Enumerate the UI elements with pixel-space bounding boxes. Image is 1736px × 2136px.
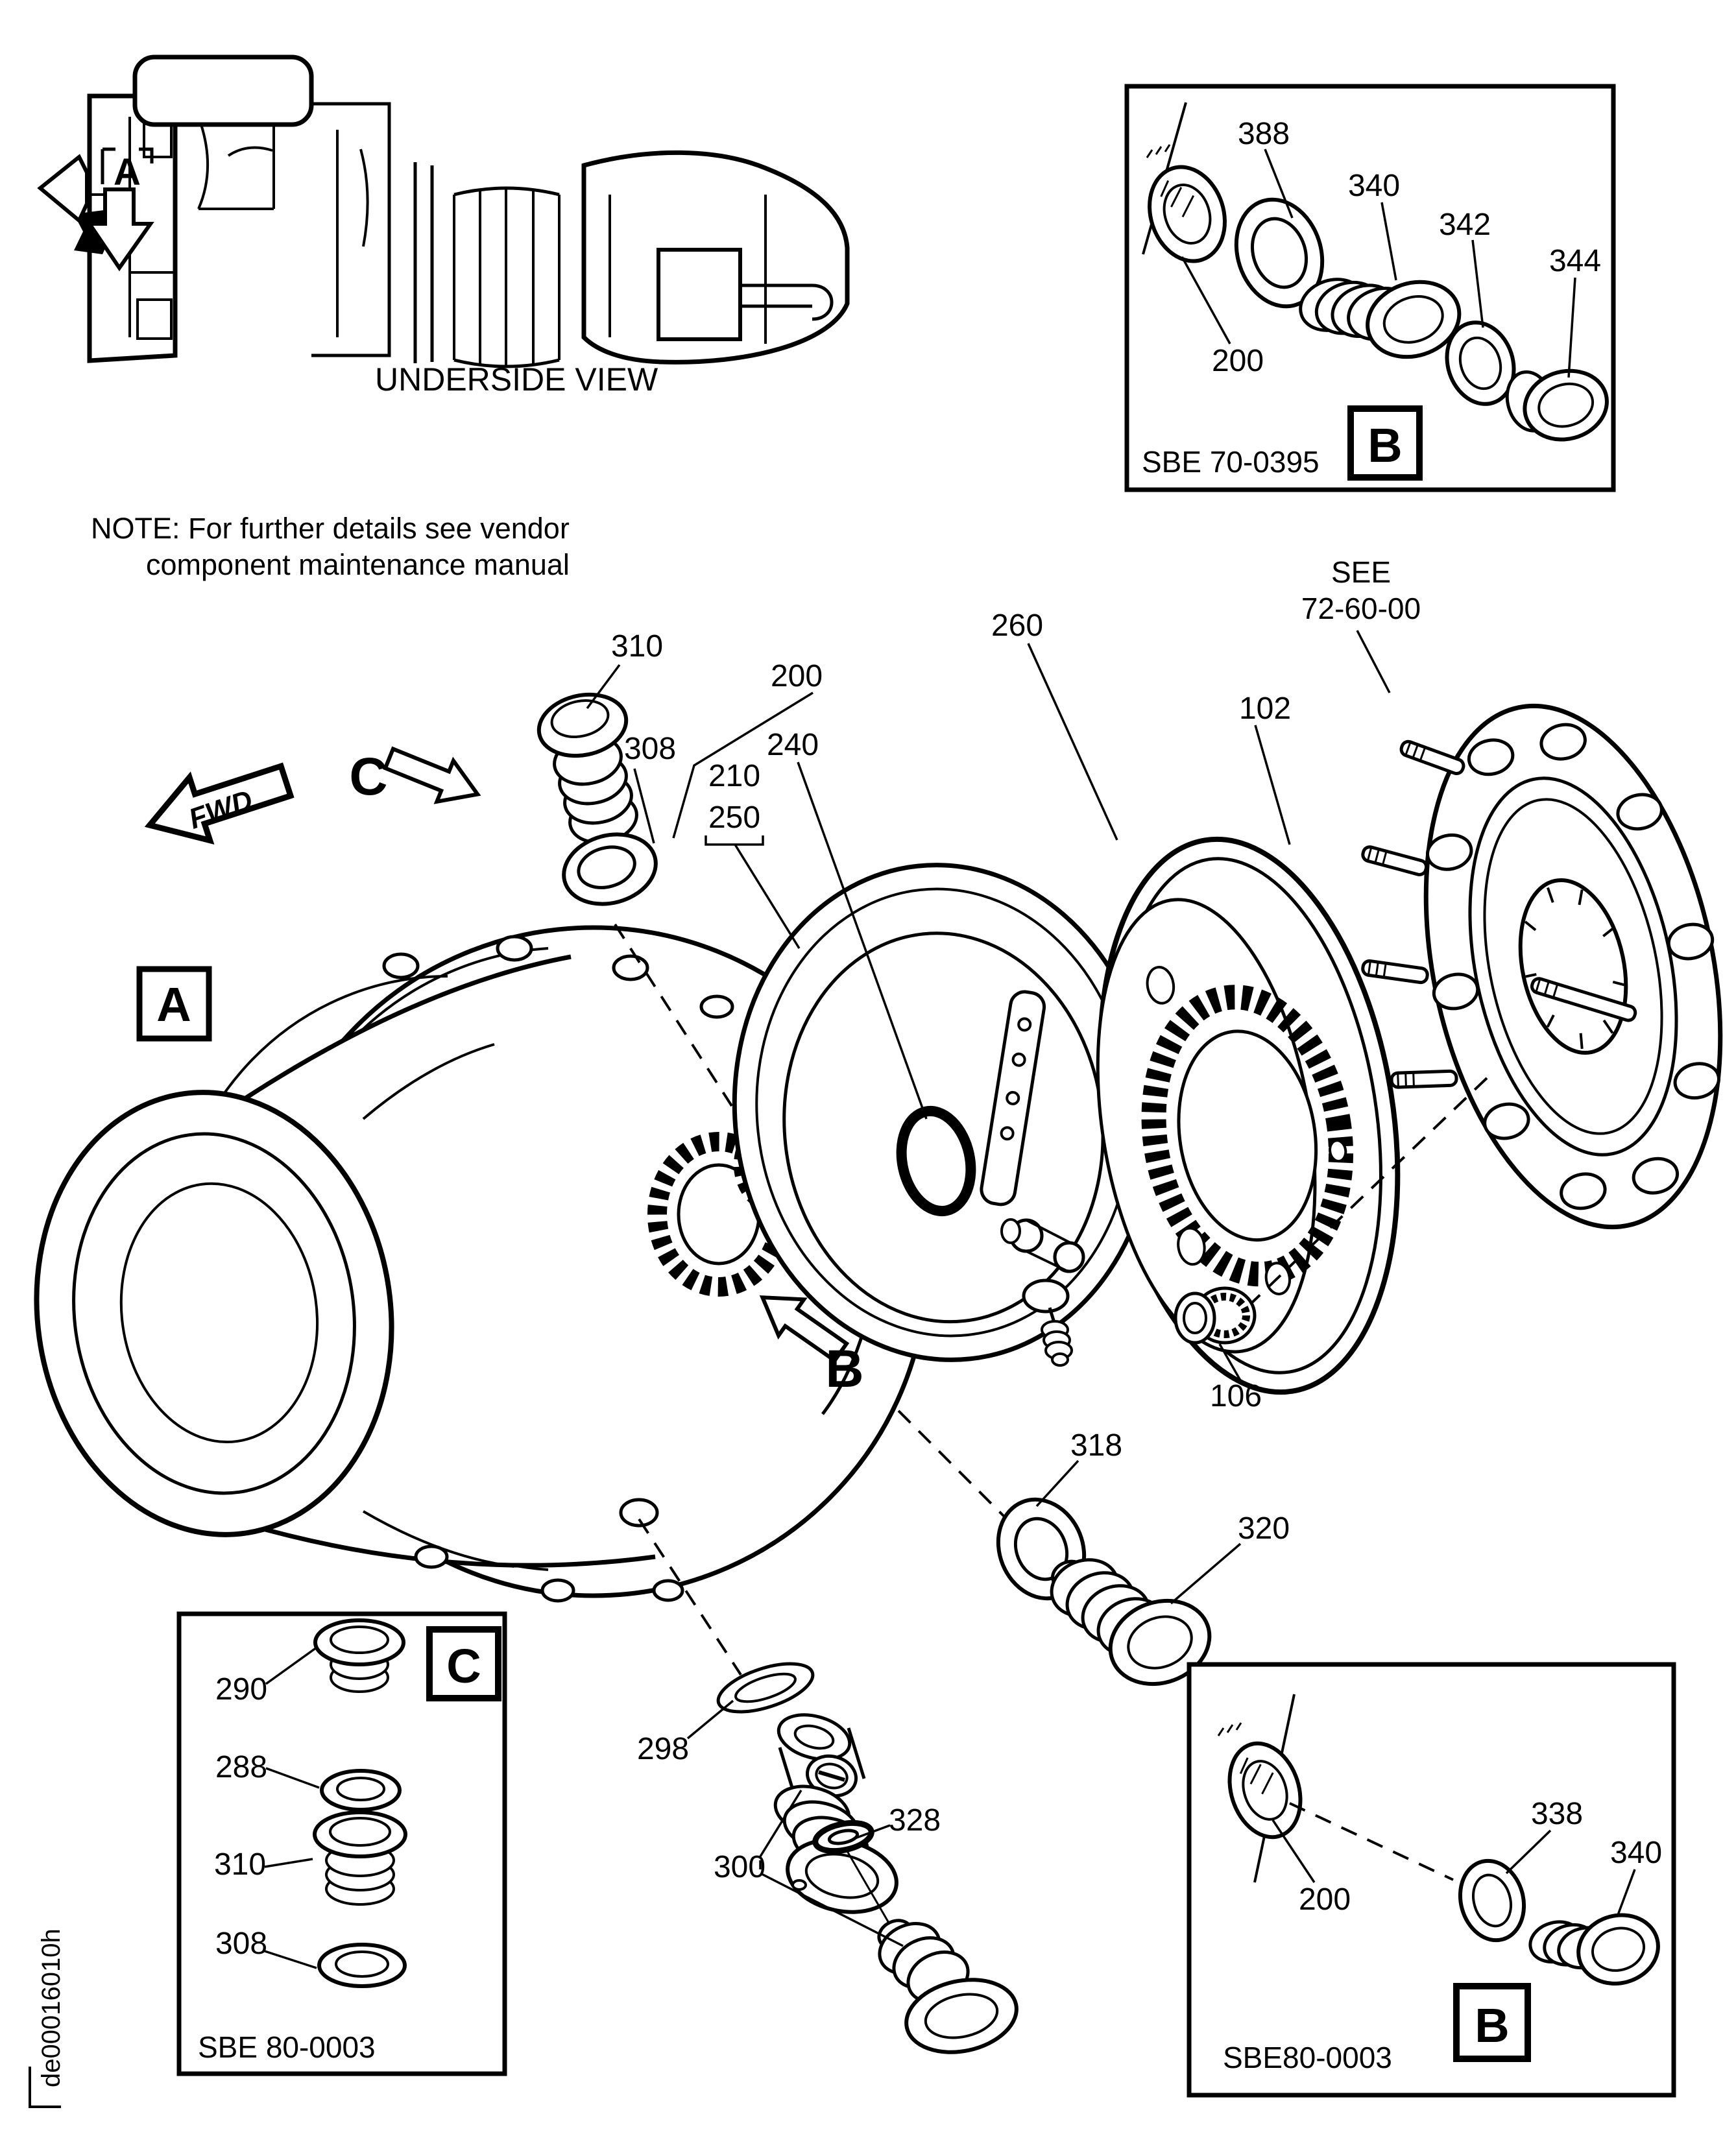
callout-338: 338 (1531, 1797, 1583, 1831)
inset-top-right: 388 340 342 344 200 SBE 70-0395 B (1124, 84, 1616, 492)
callout-200-topbox: 200 (1212, 344, 1264, 378)
callout-340-bottom: 340 (1610, 1836, 1662, 1870)
detail-a-box (136, 966, 212, 1042)
detail-c-letter: C (349, 747, 387, 806)
inset-bottom-right-ref: SBE80-0003 (1223, 2041, 1392, 2074)
inset-bottom-left-ref: SBE 80-0003 (198, 2030, 376, 2064)
axis-dash-bolt320 (897, 1410, 1006, 1518)
seal-ring-240 (896, 1105, 976, 1217)
callout-310-inset: 310 (214, 1847, 266, 1882)
callout-102: 102 (1239, 691, 1291, 726)
main-callouts: 310 308 200 240 210 250 260 102 106 318 … (586, 608, 1291, 1947)
washer-308-inset (317, 1943, 407, 1988)
inset-bottom-right: 200 338 340 SBE80-0003 B (1187, 1662, 1676, 2098)
inset-bottom-left: C 290 288 310 (176, 1611, 507, 2076)
callout-298: 298 (637, 1732, 689, 1766)
detail-a-letter: A (156, 978, 191, 1031)
bolt-300 (877, 1919, 1019, 2054)
inset-top-right-ref: SBE 70-0395 (1142, 445, 1320, 479)
callout-340-top: 340 (1348, 169, 1400, 203)
brake-drum (1096, 836, 1401, 1395)
callout-300: 300 (714, 1850, 766, 1884)
detail-c-arrow (383, 746, 481, 804)
callout-106: 106 (1210, 1379, 1262, 1413)
callout-344: 344 (1549, 244, 1601, 278)
see-reference: SEE 72-60-00 (1301, 555, 1421, 693)
callout-308-inset: 308 (215, 1926, 267, 1961)
valve-300 (773, 1713, 898, 1914)
inset-bottom-left-marker: C (446, 1639, 481, 1693)
callout-210: 210 (708, 759, 760, 793)
callout-260: 260 (991, 608, 1043, 643)
plug-310 (536, 692, 638, 845)
callout-320: 320 (1238, 1511, 1290, 1546)
note-line2: component maintenance manual (146, 548, 570, 581)
bolt-320 (1050, 1558, 1212, 1686)
corner-mark (29, 2067, 61, 2108)
washer-328 (812, 1819, 874, 1854)
washer-298 (716, 1662, 815, 1714)
callout-318: 318 (1070, 1428, 1122, 1463)
inset-bottom-right-marker: B (1475, 1998, 1509, 2052)
bushing-310 (313, 1810, 407, 1906)
detail-b-letter: B (825, 1339, 863, 1398)
locator-detail-a-label: A (114, 151, 141, 193)
washer-308 (562, 832, 658, 906)
callout-308: 308 (624, 732, 676, 766)
callout-388: 388 (1238, 117, 1290, 151)
note-line1: NOTE: For further details see vendor (91, 512, 570, 545)
inset-top-right-marker: B (1368, 418, 1402, 472)
underside-view-caption: UNDERSIDE VIEW (375, 361, 658, 398)
detail-b-arrow (759, 1295, 850, 1363)
axis-dash-bushing106 (1249, 1077, 1488, 1305)
callout-240: 240 (767, 728, 819, 762)
locator-detail-a-arrow (86, 187, 154, 272)
bushing-106 (1174, 1286, 1257, 1345)
figure-code: de00016010h (37, 1928, 66, 2087)
callout-288: 288 (215, 1750, 267, 1784)
callout-250: 250 (708, 800, 760, 835)
axis-dash-plug310 (614, 923, 733, 1107)
axis-dash-valve300 (638, 1518, 742, 1676)
fwd-arrow: FWD (144, 762, 295, 845)
callout-200-bottombox: 200 (1299, 1882, 1351, 1917)
see-line1: SEE (1331, 555, 1391, 589)
callout-200: 200 (771, 659, 823, 693)
callout-328: 328 (889, 1803, 941, 1838)
callout-290: 290 (215, 1672, 267, 1707)
callout-342: 342 (1439, 208, 1491, 242)
washer-288 (320, 1769, 402, 1812)
accessory-flange (1361, 703, 1723, 1230)
brake-band-assembly (732, 863, 1156, 1367)
locator-engine-figure: A (37, 54, 850, 368)
callout-310: 310 (611, 629, 663, 664)
nut-290 (313, 1618, 405, 1693)
see-line2: 72-60-00 (1301, 592, 1421, 625)
